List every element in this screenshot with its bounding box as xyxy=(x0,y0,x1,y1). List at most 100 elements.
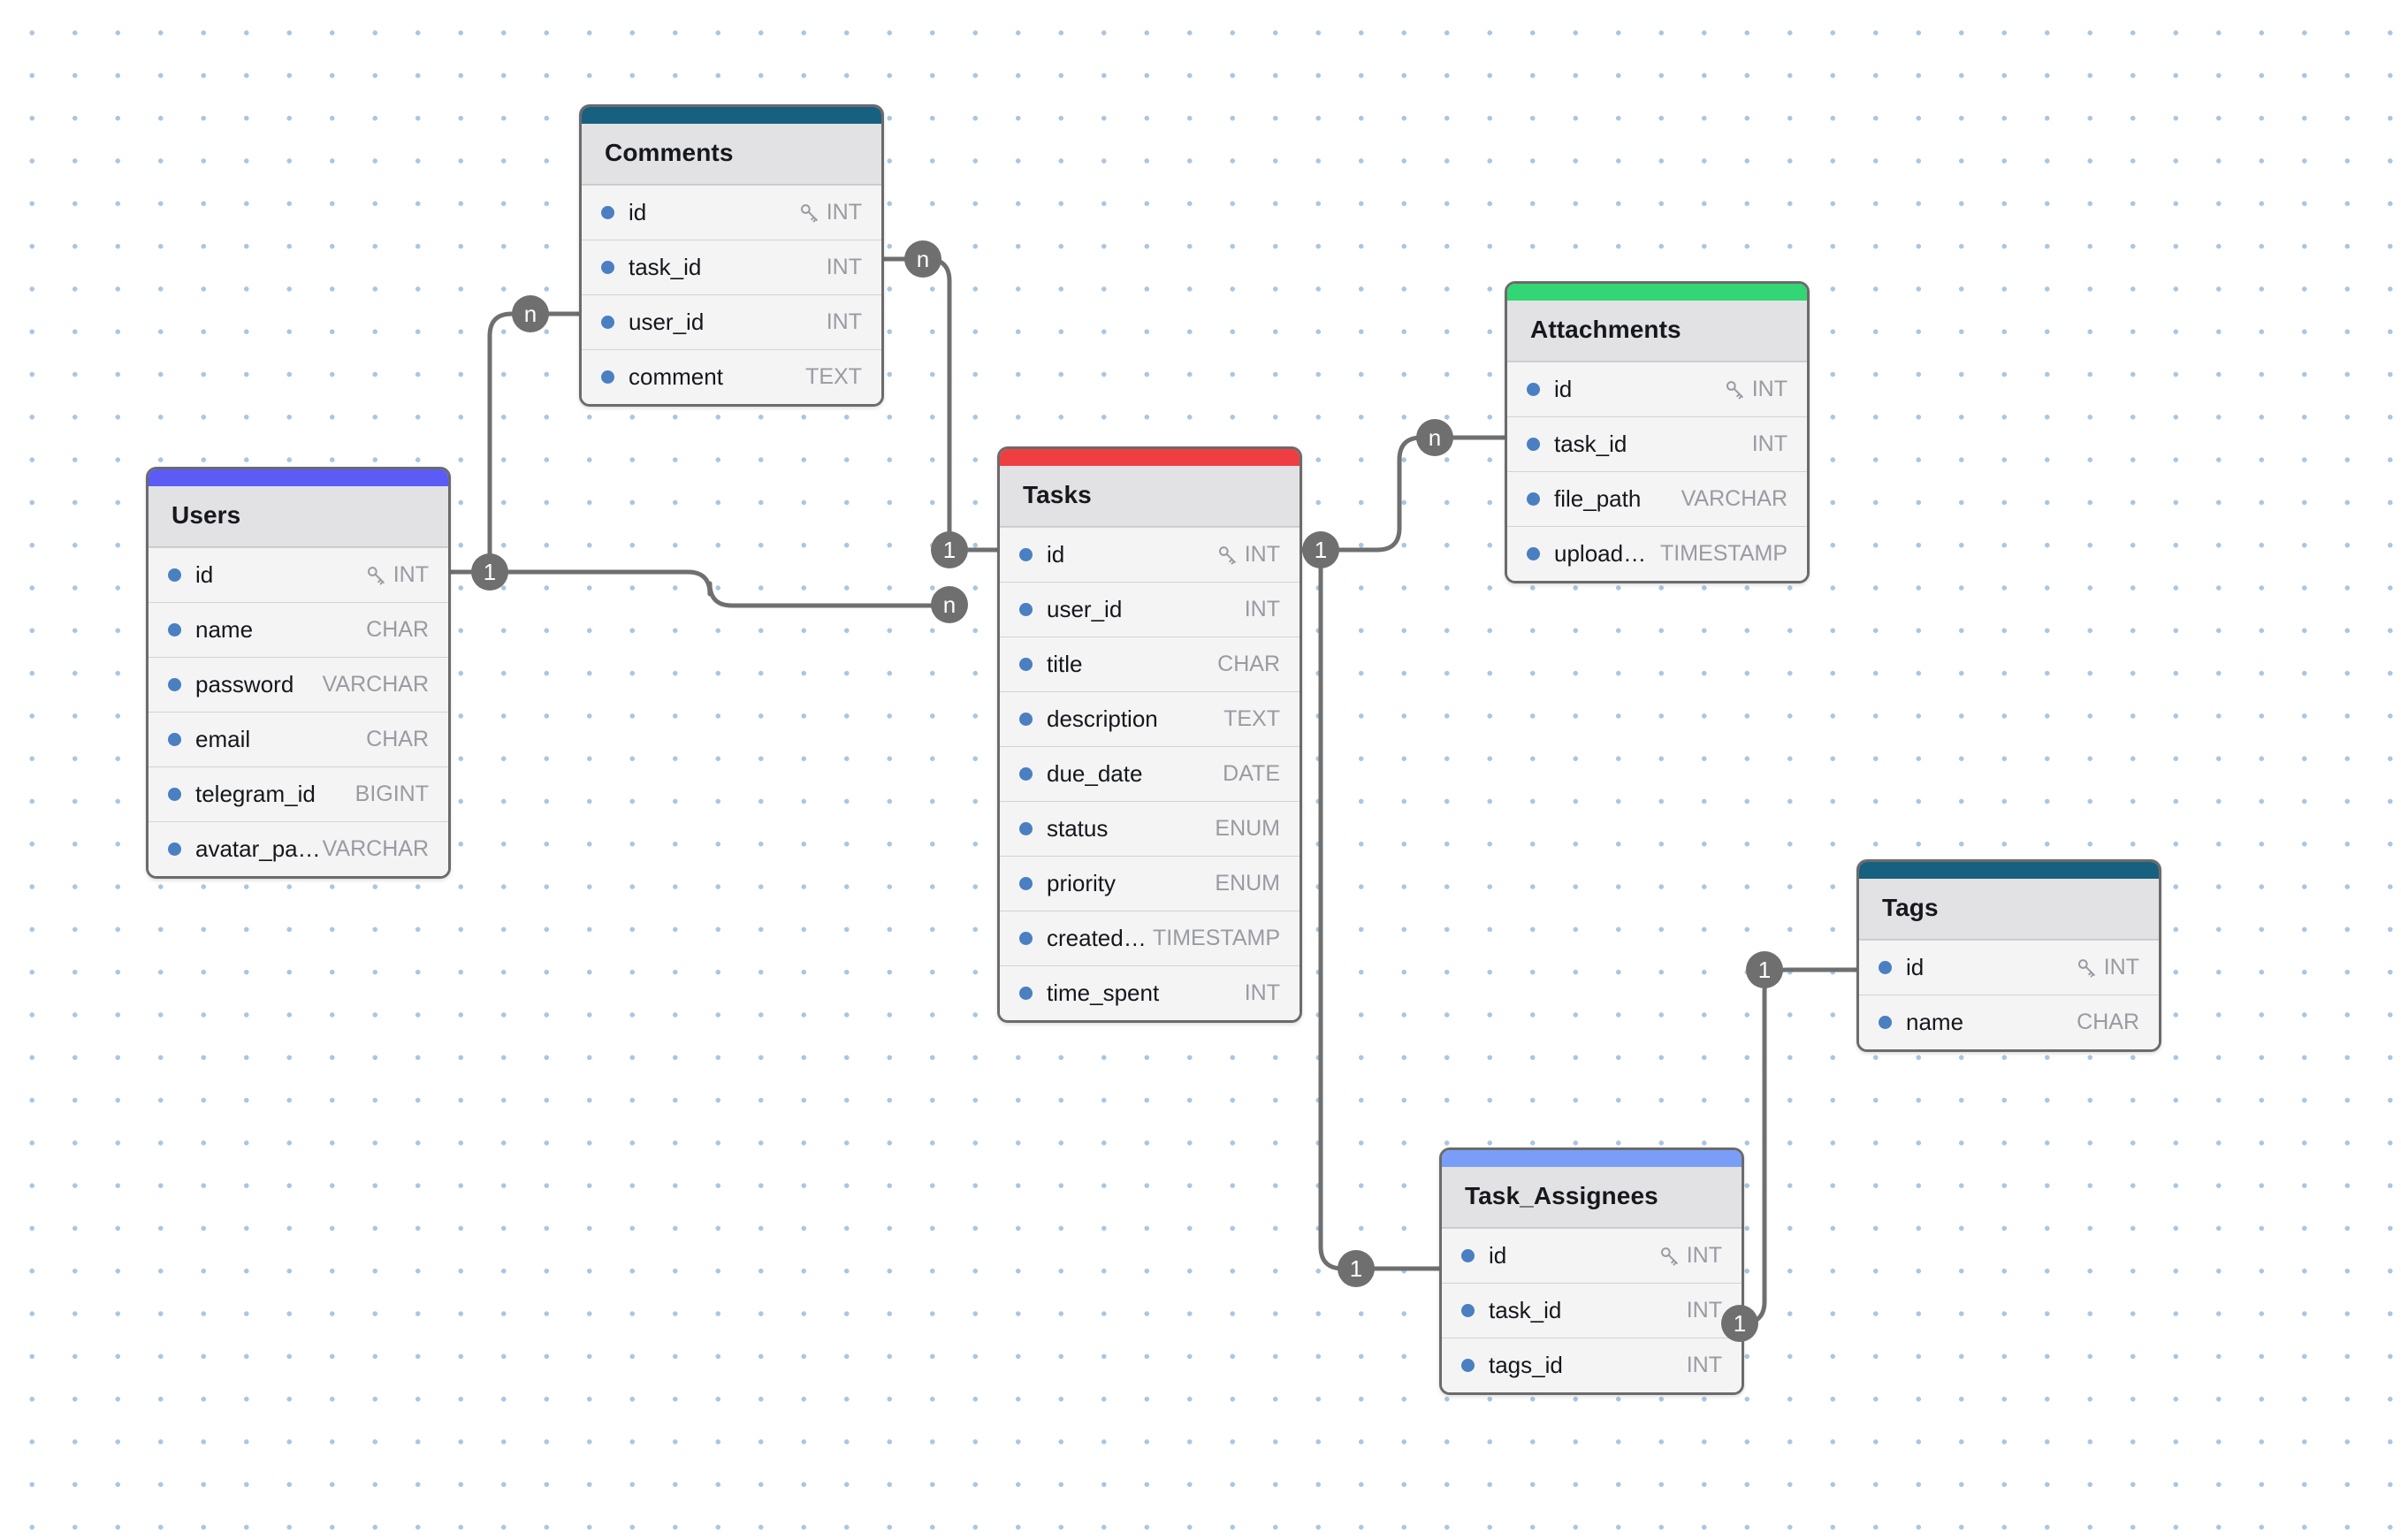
field-bullet-icon xyxy=(1527,438,1540,451)
field-meta: BIGINT xyxy=(355,781,429,807)
field-meta: TEXT xyxy=(1223,706,1280,732)
field-bullet-icon xyxy=(1019,932,1033,945)
field-name: title xyxy=(1047,651,1083,677)
key-icon xyxy=(2076,957,2098,979)
field-name: time_spent xyxy=(1047,980,1160,1006)
field-type: VARCHAR xyxy=(1681,486,1787,511)
field-type: INT xyxy=(1686,1243,1722,1268)
cardinality-badge-b-users-id: 1 xyxy=(471,553,508,591)
field-meta: INT xyxy=(1724,377,1787,402)
field-bullet-icon xyxy=(1019,822,1033,835)
field-type: CHAR xyxy=(366,727,429,751)
field-meta: TIMESTAMP xyxy=(1153,926,1280,951)
field-bullet-icon xyxy=(1527,547,1540,560)
field-row[interactable]: upload…TIMESTAMP xyxy=(1507,526,1807,581)
field-meta: TEXT xyxy=(805,364,862,390)
key-icon xyxy=(1216,544,1239,566)
field-meta: INT xyxy=(1687,1353,1722,1378)
field-row[interactable]: due_date DATE xyxy=(1000,746,1300,801)
field-bullet-icon xyxy=(1461,1359,1475,1372)
field-meta: INT xyxy=(1245,980,1280,1006)
field-type: INT xyxy=(826,200,862,225)
cardinality-badge-b-tags-id: 1 xyxy=(1746,951,1783,988)
edge-tasks-comments xyxy=(881,256,1000,553)
field-bullet-icon xyxy=(1527,492,1540,506)
table-accent-bar xyxy=(582,107,881,124)
field-name: due_date xyxy=(1047,760,1143,787)
field-type: CHAR xyxy=(366,617,429,642)
cardinality-badge-b-comments-taskid: n xyxy=(904,240,941,278)
field-type: INT xyxy=(2103,955,2139,980)
field-meta: CHAR xyxy=(1217,652,1280,677)
field-type: INT xyxy=(826,309,862,334)
field-name: user_id xyxy=(629,309,705,335)
field-bullet-icon xyxy=(1019,658,1033,671)
field-type: VARCHAR xyxy=(322,672,429,697)
field-name: id xyxy=(1554,376,1573,402)
field-bullet-icon xyxy=(1019,603,1033,616)
field-name: name xyxy=(1906,1009,1964,1035)
field-row[interactable]: avatar_pa…VARCHAR xyxy=(149,821,448,876)
field-type: INT xyxy=(1751,377,1787,401)
field-row[interactable]: user_id INT xyxy=(582,294,881,349)
field-name: task_id xyxy=(1489,1297,1562,1323)
field-name: password xyxy=(195,671,294,698)
field-bullet-icon xyxy=(1461,1249,1475,1262)
field-row[interactable]: task_id INT xyxy=(1442,1283,1742,1338)
cardinality-badge-b-tasks-id-right: 1 xyxy=(1302,531,1339,568)
field-type: TIMESTAMP xyxy=(1660,541,1787,566)
field-row[interactable]: id INT xyxy=(1507,362,1807,416)
field-type: INT xyxy=(1751,431,1787,456)
field-name: name xyxy=(195,616,254,643)
field-meta: VARCHAR xyxy=(1681,486,1787,512)
field-meta: INT xyxy=(1687,1298,1722,1323)
field-row[interactable]: description TEXT xyxy=(1000,691,1300,746)
field-bullet-icon xyxy=(601,261,614,274)
edge-tags-assignees xyxy=(1740,967,1859,1326)
key-icon xyxy=(1658,1245,1681,1267)
field-name: priority xyxy=(1047,870,1117,896)
key-icon xyxy=(365,564,387,586)
field-meta: DATE xyxy=(1223,761,1280,787)
field-bullet-icon xyxy=(1019,987,1033,1000)
field-row[interactable]: created…TIMESTAMP xyxy=(1000,911,1300,965)
field-bullet-icon xyxy=(168,733,181,746)
field-row[interactable]: password VARCHAR xyxy=(149,657,448,712)
field-type: BIGINT xyxy=(354,781,429,806)
cardinality-badge-b-assignees-taskid: 1 xyxy=(1338,1250,1375,1287)
cardinality-badge-b-tasks-id-left: 1 xyxy=(931,531,968,568)
field-meta: CHAR xyxy=(2077,1010,2139,1035)
field-row[interactable]: name CHAR xyxy=(149,602,448,657)
field-bullet-icon xyxy=(168,623,181,637)
field-name: avatar_pa… xyxy=(195,835,321,862)
field-bullet-icon xyxy=(168,678,181,691)
field-row[interactable]: name CHAR xyxy=(1859,995,2159,1049)
field-row[interactable]: title CHAR xyxy=(1000,637,1300,691)
field-row[interactable]: time_spent INT xyxy=(1000,965,1300,1020)
field-name: description xyxy=(1047,705,1158,732)
field-meta: INT xyxy=(827,255,862,280)
field-bullet-icon xyxy=(1527,383,1540,396)
